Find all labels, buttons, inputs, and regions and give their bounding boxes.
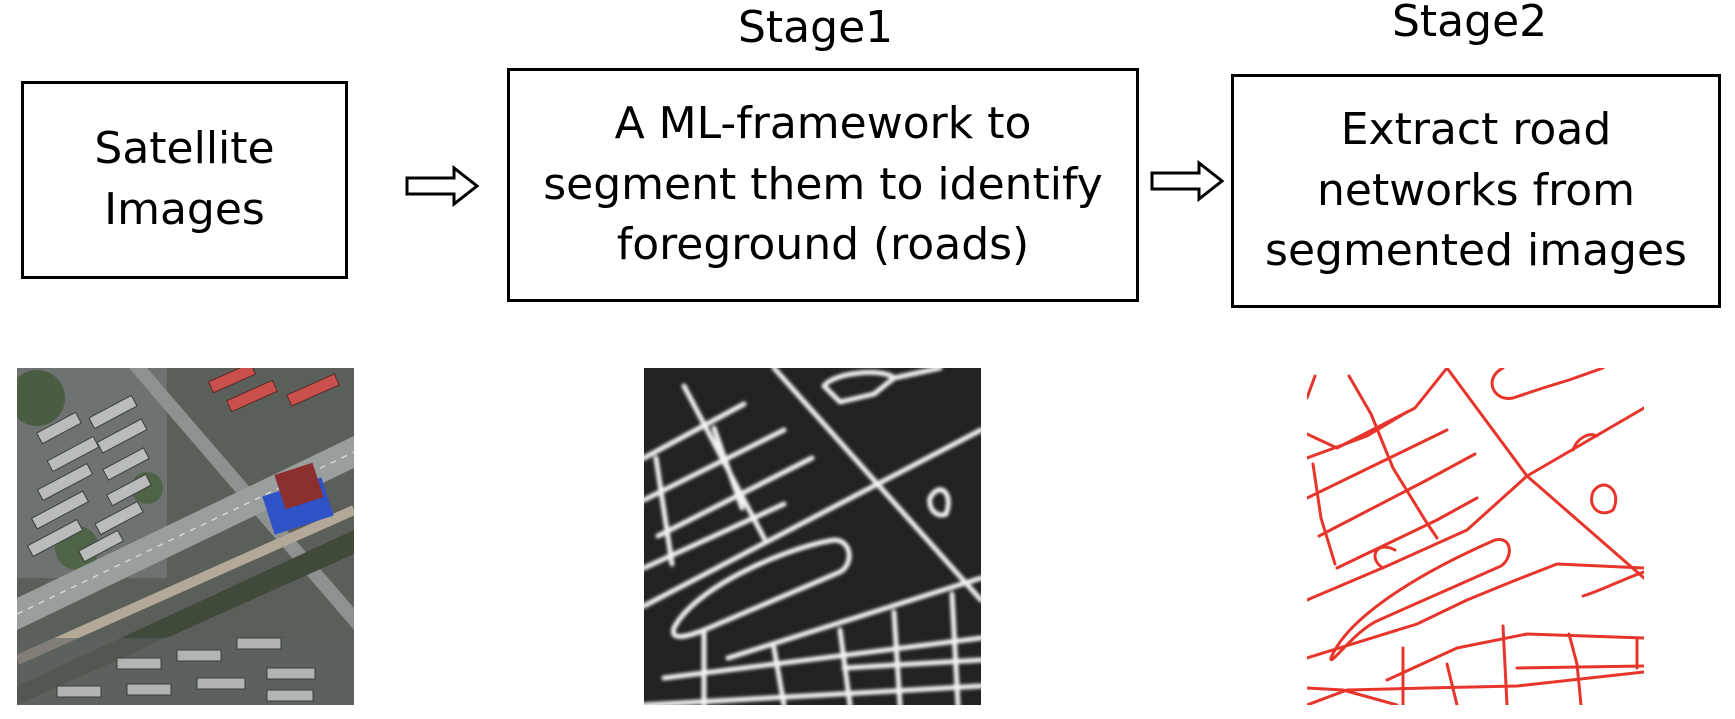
stage2-box-line-2: networks from [1316, 164, 1635, 216]
right-arrow-icon [1150, 159, 1225, 203]
stage1-box-line-3: foreground (roads) [616, 219, 1030, 271]
segmentation-image [644, 368, 981, 705]
stage2-box: Extract road networks from segmented ima… [1231, 74, 1721, 308]
right-arrow-icon [405, 164, 480, 208]
stage2-label: Stage2 [1392, 0, 1548, 47]
satellite-image [17, 368, 354, 705]
input-box-line-2: Images [104, 184, 265, 235]
stage1-box-line-1: A ML-framework to [614, 97, 1032, 149]
stage2-box-line-3: segmented images [1265, 225, 1687, 277]
road-network-image [1307, 368, 1644, 705]
stage2-box-line-1: Extract road [1340, 103, 1612, 155]
stage1-box-line-2: segment them to identify [543, 158, 1103, 210]
input-box: Satellite Images [21, 81, 348, 279]
input-box-line-1: Satellite [94, 123, 275, 175]
stage1-box: A ML-framework to segment them to identi… [507, 68, 1139, 302]
stage1-label: Stage1 [738, 2, 894, 53]
